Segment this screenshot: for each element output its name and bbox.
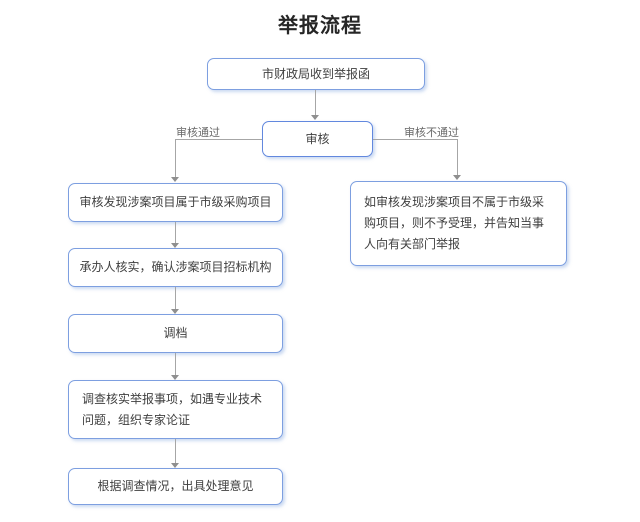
connector-step1-step2 xyxy=(175,222,176,243)
arrowhead-step3 xyxy=(171,309,179,314)
connector-start-review xyxy=(315,90,316,115)
arrowhead-step2 xyxy=(171,243,179,248)
page-title: 举报流程 xyxy=(278,15,362,37)
branch-label-fail: 审核不通过 xyxy=(404,127,459,139)
flow-node-step-3: 调档 xyxy=(68,314,283,353)
flow-node-step-4: 调查核实举报事项，如遇专业技术问题，组织专家论证 xyxy=(68,380,283,439)
connector-fail-horizontal xyxy=(373,139,457,140)
arrowhead-start-review xyxy=(311,115,319,120)
connector-step2-step3 xyxy=(175,287,176,309)
flow-node-review: 审核 xyxy=(262,121,373,157)
connector-step3-step4 xyxy=(175,353,176,375)
connector-pass-vertical xyxy=(175,139,176,177)
flow-node-step-1: 审核发现涉案项目属于市级采购项目 xyxy=(68,183,283,222)
connector-step4-step5 xyxy=(175,439,176,463)
connector-fail-vertical xyxy=(457,139,458,175)
flow-node-reject: 如审核发现涉案项目不属于市级采购项目，则不予受理，并告知当事人向有关部门举报 xyxy=(350,181,567,266)
arrowhead-fail xyxy=(453,175,461,180)
flow-node-start: 市财政局收到举报函 xyxy=(207,58,425,90)
arrowhead-step4 xyxy=(171,375,179,380)
branch-label-pass: 审核通过 xyxy=(176,127,220,139)
flow-node-step-2: 承办人核实，确认涉案项目招标机构 xyxy=(68,248,283,287)
arrowhead-pass xyxy=(171,177,179,182)
arrowhead-step5 xyxy=(171,463,179,468)
flow-node-step-5: 根据调查情况，出具处理意见 xyxy=(68,468,283,505)
connector-pass-horizontal xyxy=(175,139,262,140)
